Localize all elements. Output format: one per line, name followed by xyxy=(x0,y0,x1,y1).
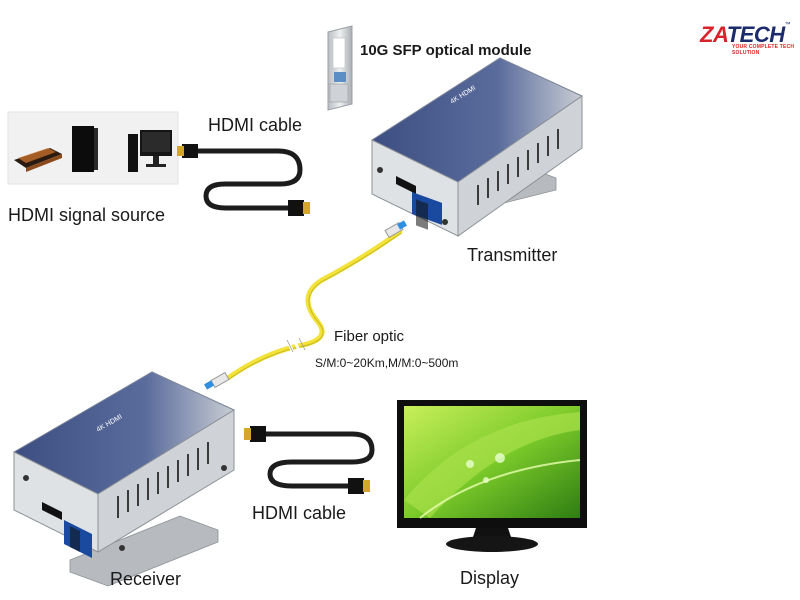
hdmi-cable-top-graphic xyxy=(177,144,310,216)
sfp-module-label: 10G SFP optical module xyxy=(360,42,532,59)
hdmi-cable-bottom-graphic xyxy=(244,426,375,494)
sfp-module-graphic xyxy=(327,25,353,111)
brand-logo-right: TECH xyxy=(726,22,785,47)
display-label: Display xyxy=(460,568,520,588)
brand-tm: ™ xyxy=(784,22,791,28)
transmitter-label: Transmitter xyxy=(467,245,558,265)
receiver-label: Receiver xyxy=(110,569,182,589)
display-graphic xyxy=(397,400,587,552)
fiber-optic-label: Fiber optic xyxy=(334,328,405,345)
hdmi-source-image xyxy=(7,111,179,185)
receiver-graphic: 4K HDMI xyxy=(12,371,236,587)
brand-logo-left: ZA xyxy=(700,22,727,47)
fiber-spec-label: S/M:0~20Km,M/M:0~500m xyxy=(315,356,459,370)
brand-logo: ZATECH™ YOUR COMPLETE TECH SOLUTION xyxy=(700,22,796,56)
brand-tagline: YOUR COMPLETE TECH SOLUTION xyxy=(732,44,795,56)
transmitter-graphic: 4K HDMI xyxy=(370,57,584,237)
hdmi-source-label: HDMI signal source xyxy=(8,205,166,225)
hdmi-cable-bottom-label: HDMI cable xyxy=(252,503,347,523)
hdmi-cable-top-label: HDMI cable xyxy=(208,115,303,135)
fiber-cable-graphic xyxy=(204,220,407,390)
